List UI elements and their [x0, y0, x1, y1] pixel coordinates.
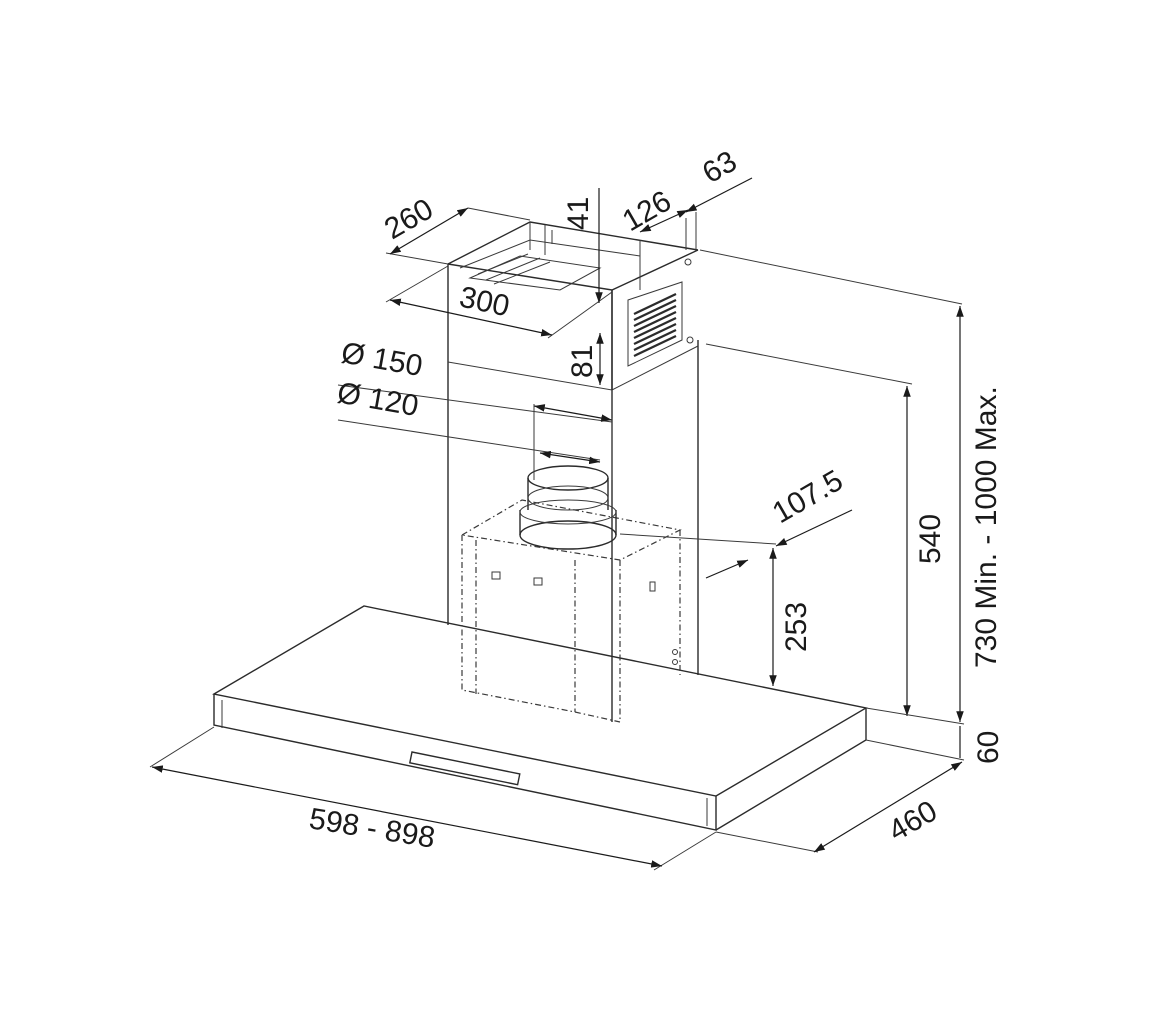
dim-63: 63 [697, 145, 742, 190]
dim-canopy-depth: 460 [883, 794, 943, 848]
dim-diameter-150: Ø 150 [339, 336, 425, 383]
motor-unit [460, 499, 682, 723]
dim-outlet-offset: 107.5 [767, 464, 849, 530]
canopy [212, 605, 868, 831]
dim-canopy-height: 60 [972, 731, 1005, 764]
control-panel [408, 751, 521, 786]
vent-slots [633, 293, 677, 357]
dim-diameter-120: Ø 120 [335, 376, 421, 423]
ceiling-bracket [447, 221, 699, 390]
dim-total-height: 730 Min. - 1000 Max. [970, 386, 1003, 668]
dim-top-depth: 260 [379, 192, 439, 246]
dimension-labels: 260 300 41 126 63 81 Ø 150 Ø 120 107.5 2… [307, 145, 1005, 855]
dim-bracket-height: 81 [566, 345, 599, 378]
dim-chimney-height: 540 [914, 514, 947, 564]
dimension-lines [149, 177, 965, 871]
dim-top-width: 300 [457, 281, 513, 324]
dim-41: 41 [562, 197, 595, 230]
dim-126: 126 [617, 184, 677, 238]
dim-motor-height: 253 [780, 602, 813, 652]
outlet-collar [519, 465, 617, 550]
